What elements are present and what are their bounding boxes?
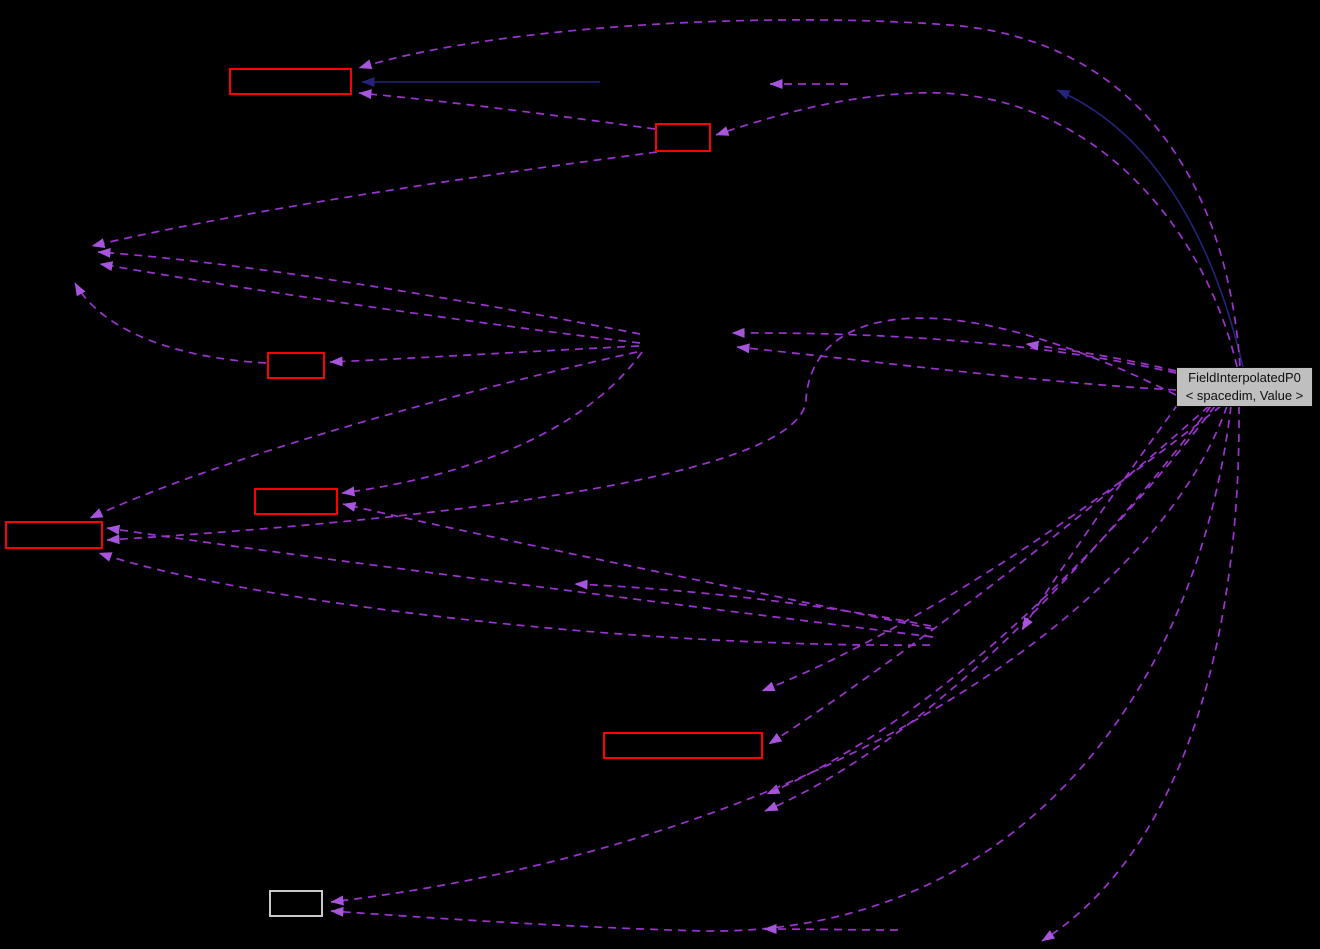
collaboration-edge xyxy=(329,345,640,367)
collaboration-edge xyxy=(330,405,1228,906)
collaboration-edge xyxy=(106,524,934,638)
class-node-5[interactable] xyxy=(5,521,103,549)
edge-group xyxy=(74,19,1244,942)
current-class-node: FieldInterpolatedP0 < spacedim, Value > xyxy=(1176,367,1313,407)
collaboration-edge xyxy=(98,552,931,646)
collaboration-edge xyxy=(330,405,1232,932)
collaboration-edge xyxy=(736,343,1177,391)
collaboration-edge xyxy=(731,327,1177,374)
current-class-template-args: < spacedim, Value > xyxy=(1185,388,1304,403)
collaboration-edge xyxy=(761,405,1222,692)
collaboration-edge xyxy=(1041,405,1240,942)
undoc-node-7 xyxy=(269,890,323,917)
class-node-6[interactable] xyxy=(603,732,763,759)
class-node-1[interactable] xyxy=(229,68,352,95)
collaboration-edge xyxy=(341,351,643,497)
collaboration-edge xyxy=(97,247,641,335)
collaboration-edge xyxy=(1021,403,1179,631)
class-node-3[interactable] xyxy=(267,352,325,379)
current-class-name: FieldInterpolatedP0 xyxy=(1188,370,1301,385)
collaboration-edge xyxy=(89,351,638,519)
collaboration-edge xyxy=(764,405,1212,812)
collaboration-edge xyxy=(763,924,899,935)
collaboration-edge xyxy=(99,261,641,344)
class-node-4[interactable] xyxy=(254,488,338,515)
collaboration-edge xyxy=(358,19,1241,367)
collaboration-edge xyxy=(768,405,1210,745)
collaboration-edge xyxy=(715,92,1238,368)
collaboration-edge xyxy=(74,282,267,364)
class-node-2[interactable] xyxy=(655,123,711,152)
collaboration-edge xyxy=(1025,340,1177,372)
collaboration-edge xyxy=(91,151,658,249)
collaboration-edge xyxy=(106,317,1177,545)
collaboration-edge xyxy=(574,579,932,627)
collaboration-edge xyxy=(766,405,1216,795)
collaboration-edge xyxy=(358,89,656,130)
inheritance-edge xyxy=(1056,89,1244,368)
